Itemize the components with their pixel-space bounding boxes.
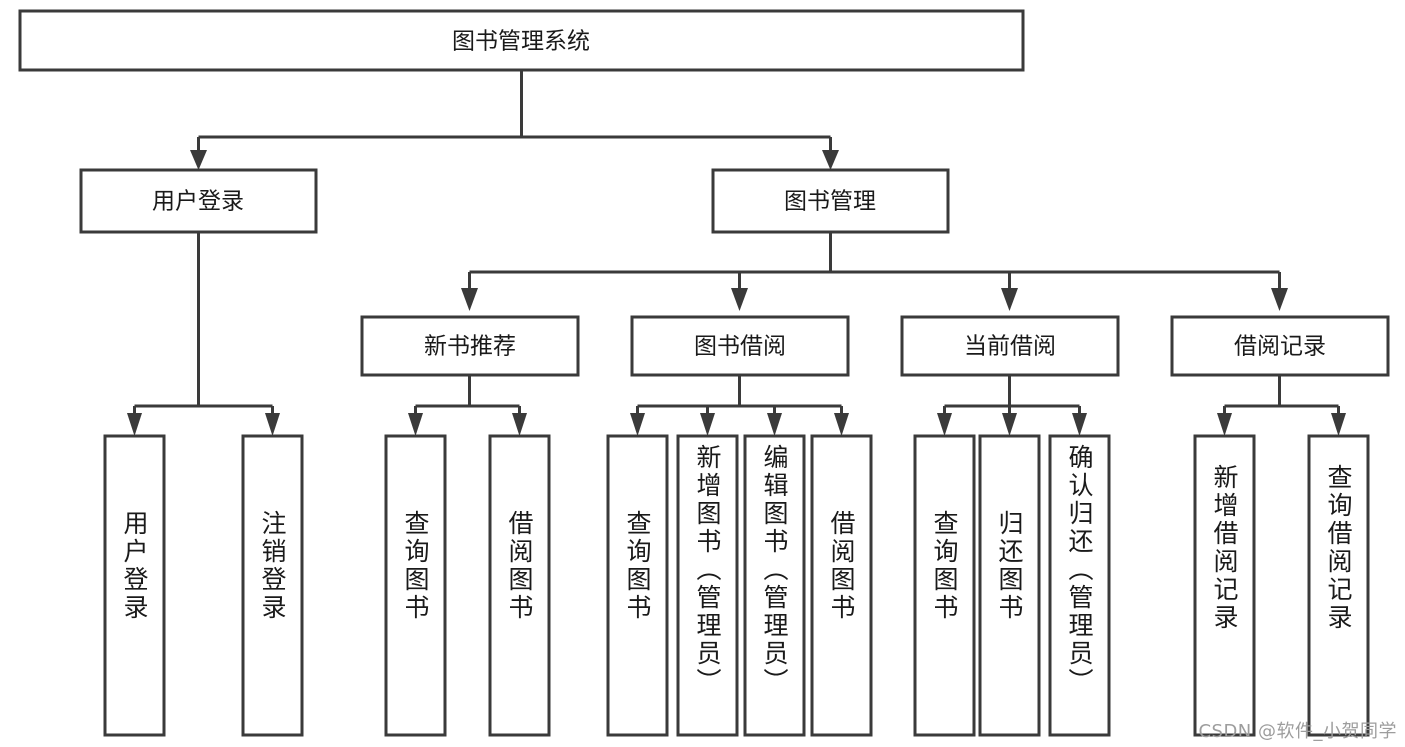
arrow-root-to-book-manage: [822, 150, 839, 170]
arrow-bb-to-leaf3: [767, 413, 782, 436]
arrow-bb-to-leaf2: [700, 413, 715, 436]
leaf-box-return-book[interactable]: [978, 434, 1041, 737]
node-root-label: 图书管理系统: [452, 29, 590, 55]
node-new-book-rec-box[interactable]: [360, 315, 580, 377]
node-user-login[interactable]: 用户登录: [79, 168, 318, 234]
arrow-bb-to-leaf1: [630, 413, 645, 436]
node-current-borrow[interactable]: 当前借阅: [900, 315, 1120, 377]
arrow-ul-to-leaf1: [127, 413, 142, 436]
leaf-box-query-book-3[interactable]: [913, 434, 976, 737]
leaf-box-query-book-2[interactable]: [606, 434, 669, 737]
node-borrow-record[interactable]: 借阅记录: [1170, 315, 1390, 377]
leaf-box-confirm-return[interactable]: [1048, 434, 1111, 737]
csdn-watermark: CSDN @软件_小贺同学: [1198, 721, 1397, 742]
node-book-borrow-box[interactable]: [630, 315, 850, 377]
leaf-box-borrow-book-1[interactable]: [488, 434, 551, 737]
arrow-bm-to-current-borrow: [1001, 288, 1018, 311]
arrow-nbr-to-leaf2: [512, 413, 527, 436]
node-book-manage[interactable]: 图书管理: [711, 168, 950, 234]
leaf-box-edit-book[interactable]: [743, 434, 806, 737]
node-borrow-record-box[interactable]: [1170, 315, 1390, 377]
leaf-box-query-record[interactable]: [1307, 434, 1370, 737]
arrow-ul-to-leaf2: [265, 413, 280, 436]
node-root-box[interactable]: [18, 9, 1025, 72]
node-borrow-record-label: 借阅记录: [1234, 334, 1326, 360]
node-book-manage-label: 图书管理: [784, 189, 876, 215]
leaf-box-borrow-book-2[interactable]: [810, 434, 873, 737]
arrow-br-to-leaf1: [1217, 413, 1232, 436]
node-current-borrow-box[interactable]: [900, 315, 1120, 377]
arrow-root-to-user-login: [190, 150, 207, 170]
node-current-borrow-label: 当前借阅: [964, 334, 1056, 360]
node-root[interactable]: 图书管理系统: [18, 9, 1025, 72]
arrow-bb-to-leaf4: [834, 413, 849, 436]
arrow-bm-to-book-borrow: [731, 288, 748, 311]
arrow-bm-to-new-book-rec: [461, 288, 478, 311]
leaf-box-query-book-1[interactable]: [384, 434, 447, 737]
arrow-cb-to-leaf3: [1072, 413, 1087, 436]
arrow-nbr-to-leaf1: [408, 413, 423, 436]
node-user-login-box[interactable]: [79, 168, 318, 234]
arrow-br-to-leaf2: [1331, 413, 1346, 436]
node-book-borrow-label: 图书借阅: [694, 334, 786, 360]
arrow-cb-to-leaf1: [937, 413, 952, 436]
leaf-box-user-login[interactable]: [103, 434, 166, 737]
arrow-bm-to-borrow-record: [1271, 288, 1288, 311]
node-user-login-label: 用户登录: [152, 189, 244, 215]
node-book-manage-box[interactable]: [711, 168, 950, 234]
leaf-box-add-record[interactable]: [1193, 434, 1256, 737]
arrow-cb-to-leaf2: [1002, 413, 1017, 436]
node-new-book-rec[interactable]: 新书推荐: [360, 315, 580, 377]
leaf-box-logout-login[interactable]: [241, 434, 304, 737]
node-book-borrow[interactable]: 图书借阅: [630, 315, 850, 377]
leaf-box-add-book[interactable]: [676, 434, 739, 737]
node-new-book-rec-label: 新书推荐: [424, 334, 516, 360]
